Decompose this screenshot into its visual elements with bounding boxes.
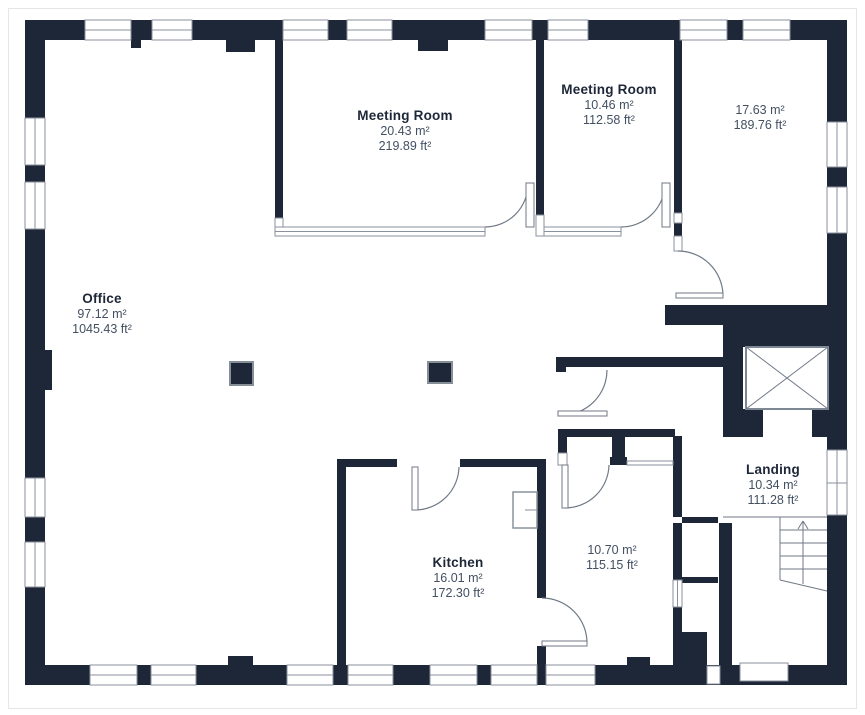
window [545, 664, 596, 686]
glass-partition [274, 226, 486, 237]
outer-wall-top [25, 20, 847, 40]
page-frame [8, 8, 857, 709]
windows [24, 19, 848, 686]
window [679, 19, 728, 41]
door-corridor [557, 369, 608, 417]
corridor-wall [556, 357, 723, 367]
window [826, 449, 848, 516]
window [24, 181, 46, 230]
window [484, 19, 533, 41]
door-kitchen-rear [541, 597, 588, 647]
bottom-opening [706, 665, 721, 685]
window [150, 664, 197, 686]
window [24, 477, 46, 518]
window [89, 664, 138, 686]
interior-window [672, 579, 683, 608]
window [346, 19, 393, 41]
window [429, 664, 478, 686]
window [151, 19, 193, 41]
outer-wall-right [827, 20, 847, 685]
stairwell-left-wall [719, 523, 732, 665]
window [24, 117, 46, 166]
door-room-17-63 [675, 250, 724, 299]
outer-walls [25, 20, 847, 685]
glass-partition [542, 226, 622, 237]
kitchen-right-wall [537, 459, 546, 598]
window [826, 186, 848, 234]
kitchen-left-wall [337, 459, 346, 685]
window [742, 19, 791, 41]
meeting-room-2-right-wall [674, 40, 682, 213]
door-meeting-room-1 [484, 182, 535, 228]
window [282, 19, 329, 41]
window [547, 19, 589, 41]
window [24, 541, 46, 588]
elevator-top-wall [665, 305, 847, 325]
meeting-rooms-divider-wall [536, 40, 544, 215]
window [84, 19, 132, 41]
column [427, 361, 453, 384]
interior-walls [275, 40, 847, 685]
stairs-up-arrow-icon [723, 516, 828, 592]
glass-partitions [274, 212, 683, 608]
entrance-opening [739, 662, 789, 682]
column [229, 361, 254, 386]
window [490, 664, 538, 686]
interior-window [626, 460, 674, 466]
elevator-shaft-x-icon [745, 346, 829, 410]
columns [229, 361, 453, 386]
window [826, 121, 848, 168]
door-room-10-70 [561, 464, 610, 509]
kitchen-fixture-icon [512, 491, 538, 529]
door-meeting-room-2 [620, 182, 671, 228]
window [347, 664, 394, 686]
door-kitchen [411, 466, 460, 511]
doors [411, 182, 789, 685]
window [286, 664, 334, 686]
meeting-room-1-left-wall [275, 40, 283, 218]
